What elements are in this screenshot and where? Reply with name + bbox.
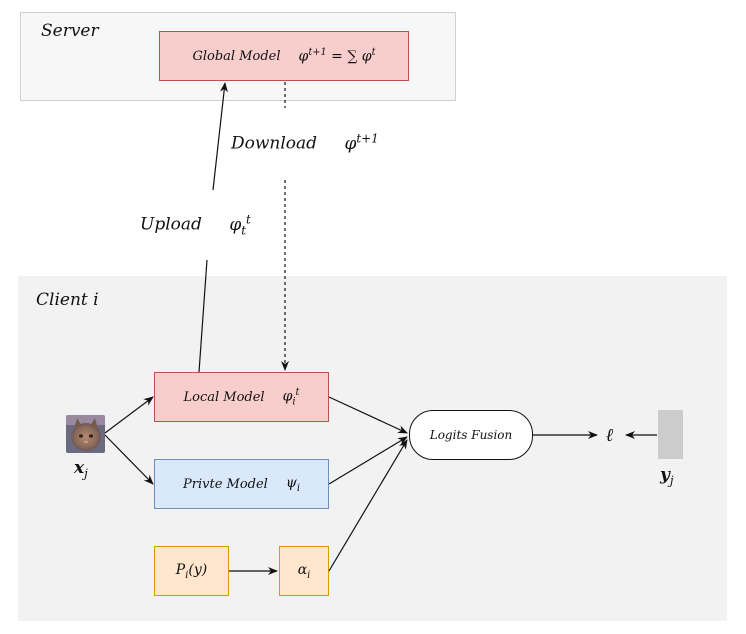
logits-fusion-label: Logits Fusion [429, 428, 513, 442]
alpha-label: αi [297, 561, 311, 581]
global-model-formula: φt+1 = ∑ φt [298, 47, 376, 65]
input-symbol: xj [74, 458, 88, 481]
private-to-fusion-arrow [328, 436, 408, 485]
local-model-symbol: φit [282, 386, 300, 408]
upload-symbol: φtt [229, 212, 251, 238]
prior-label: Pi(y) [175, 561, 208, 581]
client-title: Client i [36, 290, 99, 310]
cat-photo-icon [66, 415, 105, 453]
private-model-symbol: ψi [285, 474, 300, 494]
download-label-group: Download φt+1 [231, 131, 379, 154]
logits-fusion-box[interactable]: Logits Fusion [409, 410, 533, 460]
input-to-private-arrow [104, 434, 154, 485]
input-image [66, 415, 105, 453]
local-model-label: Local Model [183, 389, 265, 405]
local-to-fusion-arrow [328, 396, 408, 434]
upload-label-group: Upload φtt [140, 212, 251, 237]
server-title: Server [41, 21, 99, 41]
input-to-local-arrow [104, 396, 154, 434]
private-model-box[interactable]: Privte Model ψi [154, 459, 329, 509]
upload-arrow-upper [212, 82, 228, 191]
alpha-box[interactable]: αi [279, 546, 329, 596]
download-label: Download [231, 133, 318, 154]
download-symbol: φt+1 [344, 131, 379, 154]
local-model-box[interactable]: Local Model φit [154, 372, 329, 422]
target-label-bar [658, 410, 683, 459]
global-model-label: Global Model [192, 48, 281, 64]
target-symbol: yj [660, 465, 674, 488]
alpha-to-fusion-arrow [328, 439, 408, 572]
private-model-label: Privte Model [183, 476, 268, 492]
upload-label: Upload [140, 214, 202, 235]
loss-symbol: ℓ [606, 425, 614, 446]
global-model-box[interactable]: Global Model φt+1 = ∑ φt [159, 31, 409, 81]
client-panel: Client i [18, 276, 727, 621]
upload-arrow-lower [198, 259, 208, 373]
prior-box[interactable]: Pi(y) [154, 546, 229, 596]
